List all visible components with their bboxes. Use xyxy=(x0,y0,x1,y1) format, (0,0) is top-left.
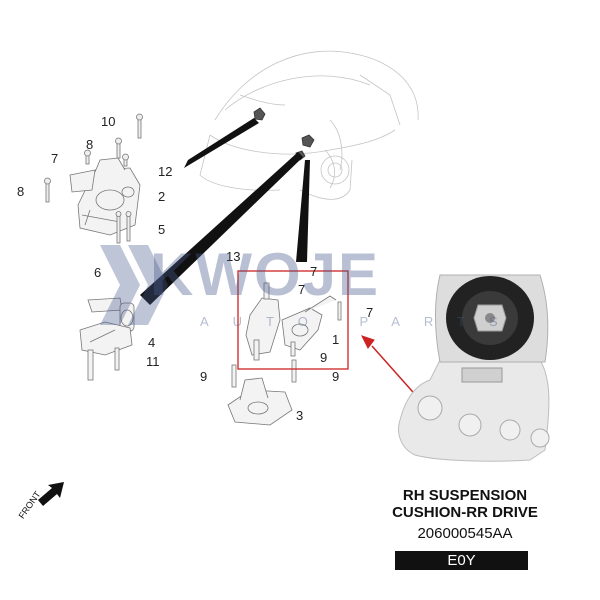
mount-assembly-2 xyxy=(69,157,141,236)
caption-line-1: RH SUSPENSION xyxy=(402,487,528,504)
part-number: 206000545AA xyxy=(417,525,513,542)
callout-9: 9 xyxy=(320,350,328,365)
leader-wedges xyxy=(140,118,310,305)
callout-9: 9 xyxy=(200,369,208,384)
callout-7: 7 xyxy=(298,282,306,297)
front-arrow-icon xyxy=(38,482,64,506)
mount-assembly-4 xyxy=(79,297,135,381)
mount-assembly-1 xyxy=(245,282,342,361)
car-outline xyxy=(199,50,419,200)
watermark-brand: KWOJE xyxy=(150,241,381,308)
callout-2: 2 xyxy=(158,189,166,204)
callout-3: 3 xyxy=(296,408,304,423)
caption-block: RH SUSPENSION CUSHION-RR DRIVE 206000545… xyxy=(370,487,560,542)
callout-6: 6 xyxy=(94,265,102,280)
callout-7: 7 xyxy=(310,264,318,279)
callout-11: 11 xyxy=(146,354,160,369)
callout-4: 4 xyxy=(148,335,156,350)
callout-13: 13 xyxy=(226,249,241,264)
callout-9: 9 xyxy=(332,369,340,384)
product-photo xyxy=(398,274,550,462)
caption-line-2: CUSHION-RR DRIVE xyxy=(392,504,538,521)
watermark-logo-mark xyxy=(100,245,168,325)
bolts-upper-left xyxy=(44,113,143,244)
callout-8: 8 xyxy=(17,184,25,199)
callout-10: 10 xyxy=(101,114,116,129)
callout-12: 12 xyxy=(158,164,173,179)
callout-8: 8 xyxy=(86,137,94,152)
callout-7: 7 xyxy=(366,305,374,320)
callout-5: 5 xyxy=(158,222,166,237)
callout-7: 7 xyxy=(51,151,59,166)
pointer-arrow xyxy=(361,335,421,401)
watermark-sub: AUTO PARTS xyxy=(200,314,522,329)
mount-assembly-3 xyxy=(227,359,297,426)
callout-1: 1 xyxy=(332,332,340,347)
variant-code: E0Y xyxy=(395,551,528,570)
highlight-box xyxy=(237,270,349,370)
